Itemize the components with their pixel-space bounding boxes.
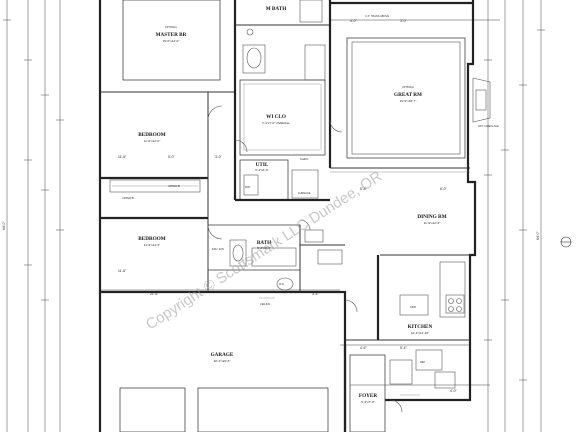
- dim-top-b: 3'-0": [400, 19, 408, 23]
- wi-clo-outline: [239, 79, 326, 156]
- dim-c: 3'-0": [215, 155, 223, 159]
- wi-clo-dim: 7'-4"x7'-0" OVERALL: [262, 121, 290, 125]
- dim-top-a: 4'-0": [350, 19, 358, 23]
- transom-note: 4'-0" TRANS ABOVE: [365, 14, 389, 18]
- dim-f: 6'-0": [440, 187, 448, 191]
- ceiling-note: CEILING: [260, 302, 270, 306]
- dim-g: 21'-6": [150, 292, 159, 296]
- wi-clo-label: WI CLO: [266, 114, 286, 120]
- dim-h: 3'-4": [312, 292, 320, 296]
- m-bath-label: M BATH: [266, 6, 287, 12]
- util-label: UTIL: [256, 162, 269, 168]
- kitchen-label: KITCHEN: [408, 324, 433, 330]
- furnace-box: [291, 169, 319, 199]
- exterior-walls: [98, 0, 477, 432]
- overall-right-dimension: 64'-0": [536, 231, 540, 240]
- bedroom1-dim: 11'-6"x12'-0": [144, 139, 161, 143]
- great-rm-dim: 19'-9"x18'-7": [400, 99, 417, 103]
- dim-e: 5'-8": [360, 187, 368, 191]
- master-br-label: MASTER BR: [156, 32, 187, 38]
- copyright-watermark: Copyright © Scottsmark LLC Dundee, OR: [143, 168, 385, 334]
- util-dim: 5'-4"x4'-6": [255, 168, 268, 172]
- dining-rm-dim: 11'-9"x12'-0": [424, 221, 441, 225]
- dining-rm-label: DINING RM: [417, 214, 446, 220]
- shelf-note: SH&PL: [300, 157, 309, 161]
- bedroom1-label: BEDROOM: [138, 132, 165, 138]
- bedroom2-label: BEDROOM: [138, 236, 165, 242]
- closet-bedroom1: [109, 179, 201, 193]
- master-br-dim: 15'-0"x14'-0": [163, 39, 180, 43]
- m-bath: [233, 0, 332, 200]
- dim-j: 5'-4": [400, 346, 408, 350]
- bath: [207, 224, 345, 292]
- overall-left-dimension: 64'-0": [2, 221, 6, 230]
- bath-label: BATH: [257, 240, 271, 246]
- bath-dim: 5'-0"x9'-0": [257, 246, 270, 250]
- kitchen: [345, 254, 470, 389]
- water-heater: [276, 277, 294, 291]
- furnace-note: FURNACE: [298, 191, 311, 195]
- foyer-dim: 5'-4"x7'-0": [361, 400, 374, 404]
- dim-k: 4'-0": [450, 389, 458, 393]
- great-rm-coffered-ceiling: [351, 41, 461, 155]
- foyer: [349, 354, 420, 432]
- upper-bi-note: UPPER BI: [122, 196, 134, 200]
- dimension-lines: [3, 0, 545, 432]
- water-heater-note: W.H.: [279, 282, 285, 286]
- great-rm-label: GREAT RM: [394, 92, 422, 98]
- doors: [207, 105, 358, 313]
- great-rm-outline: [346, 37, 466, 159]
- washer-dryer: [243, 174, 259, 196]
- dim-i: 4'-6": [360, 346, 368, 350]
- garage-dim: 20'-4"x23'-6": [214, 359, 231, 363]
- upper-bi-note-2: UPPER BI: [168, 184, 180, 188]
- ref-note: REF: [420, 360, 426, 364]
- foyer-label: FOYER: [359, 393, 377, 399]
- dim-d: 11'-6": [118, 269, 127, 273]
- master-br-option: OPTIONAL: [165, 26, 178, 29]
- fireplace-note: OPT. FIREPLACE: [478, 124, 499, 128]
- bedroom2-dim: 11'-6"x11'-4": [144, 243, 160, 247]
- garage-label: GARAGE: [211, 352, 234, 358]
- interior-dims: 11'-6" 5'-0" 3'-0" 11'-6" 5'-8" 6'-0" 21…: [118, 19, 458, 393]
- sink-note: SINK: [410, 305, 416, 309]
- great-rm-option: OPTIONAL: [402, 86, 415, 89]
- master-br-outline: [122, 0, 221, 81]
- garage-door-left: [119, 387, 186, 432]
- kitchen-dim: 12'-4"x11'-10": [411, 331, 429, 335]
- bath-fan-note: EXH. FAN: [212, 247, 224, 251]
- fireplace-icon: [472, 77, 491, 123]
- dim-b: 5'-0": [168, 155, 176, 159]
- dim-a: 11'-6": [118, 155, 127, 159]
- garage-door-right: [197, 387, 329, 432]
- washer-dryer-note: W/D: [245, 185, 250, 189]
